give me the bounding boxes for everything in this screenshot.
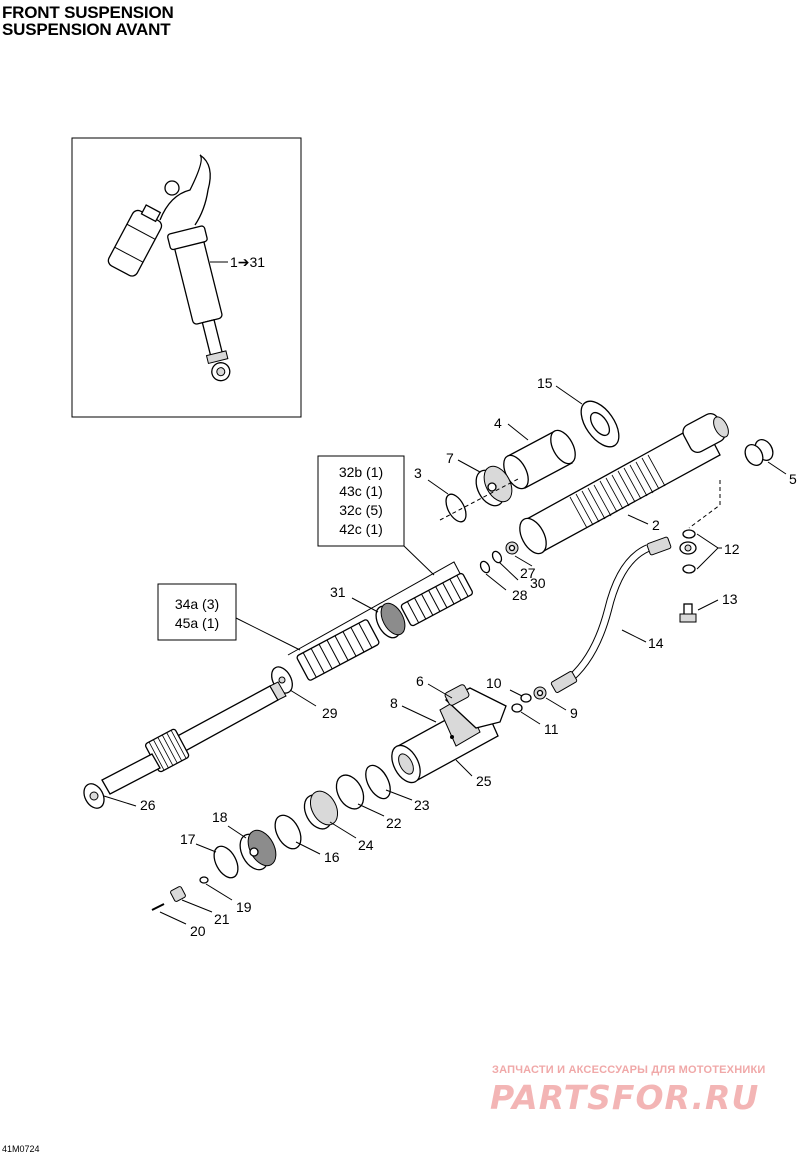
callout-15: 15 (537, 375, 553, 391)
shim-stack-upper (400, 572, 474, 627)
hose (550, 536, 697, 693)
box-a-line-1: 32b (1) (339, 464, 383, 480)
piston (475, 465, 513, 507)
reservoir-cap (239, 829, 277, 871)
callout-17: 17 (180, 831, 196, 847)
box-a-line-3: 32c (5) (339, 502, 383, 518)
page-subtitle: SUSPENSION AVANT (2, 20, 171, 39)
callout-26: 26 (140, 797, 156, 813)
callout-29: 29 (322, 705, 338, 721)
callout-25: 25 (476, 773, 492, 789)
o-ring-lower (682, 564, 696, 574)
bushing (744, 439, 774, 466)
callout-13: 13 (722, 591, 738, 607)
washer (580, 400, 620, 448)
o-ring (445, 493, 467, 523)
callout-31: 31 (330, 584, 346, 600)
callout-14: 14 (648, 635, 664, 651)
callout-3: 3 (414, 465, 422, 481)
callout-12: 12 (724, 541, 740, 557)
callout-6: 6 (416, 673, 424, 689)
callout-4: 4 (494, 415, 502, 431)
callout-16: 16 (324, 849, 340, 865)
box-b-line-2: 45a (1) (175, 615, 219, 631)
callout-22: 22 (386, 815, 402, 831)
valve-o-ring (199, 876, 209, 884)
callout-30: 30 (530, 575, 546, 591)
kit-box-b (157, 583, 237, 641)
box-b-line-1: 34a (3) (175, 596, 219, 612)
callout-28: 28 (512, 587, 528, 603)
callout-10: 10 (486, 675, 502, 691)
drawing-code: 41M0724 (2, 1144, 40, 1154)
callout-24: 24 (358, 837, 374, 853)
watermark-brand: PARTSFOR.RU (490, 1078, 760, 1117)
callout-19: 19 (236, 899, 252, 915)
sleeve (503, 429, 576, 490)
main-piston (375, 602, 406, 639)
callout-9: 9 (570, 705, 578, 721)
callout-5: 5 (789, 471, 797, 487)
fitting-o-ring (511, 703, 523, 713)
piston-rod (83, 681, 287, 809)
washer-small (491, 550, 503, 564)
callout-11: 11 (544, 721, 559, 737)
box-a-line-2: 43c (1) (339, 483, 383, 499)
reservoir (391, 684, 507, 784)
page-title: FRONT SUSPENSION (2, 3, 174, 22)
piston-o-ring (274, 814, 302, 850)
retaining-ring (335, 774, 365, 810)
callout-20: 20 (190, 923, 206, 939)
valve-screw (151, 903, 165, 911)
callout-23: 23 (414, 797, 430, 813)
watermark-tagline: ЗАПЧАСТИ И АКСЕССУАРЫ ДЛЯ МОТОТЕХНИКИ (492, 1064, 766, 1076)
cap-o-ring (213, 845, 239, 879)
box-a-line-4: 42c (1) (339, 521, 383, 537)
callout-21: 21 (214, 911, 230, 927)
washer-tiny (479, 560, 491, 574)
inset-callout: 1➔31 (230, 254, 265, 270)
inset-frame (71, 137, 302, 418)
inset-shock-illustration (107, 154, 231, 382)
callout-8: 8 (390, 695, 398, 711)
shock-absorber-body (519, 413, 729, 555)
banjo-bolt (679, 603, 697, 623)
shim-stack-lower (296, 619, 380, 681)
callout-7: 7 (446, 450, 454, 466)
callout-18: 18 (212, 809, 228, 825)
callout-27: 27 (520, 565, 536, 581)
callout-2: 2 (652, 517, 660, 533)
reservoir-o-ring (365, 764, 391, 800)
o-ring-upper (682, 529, 696, 539)
kit-box-a (317, 455, 405, 547)
fitting-washer (520, 693, 532, 703)
valve-body (170, 886, 186, 902)
